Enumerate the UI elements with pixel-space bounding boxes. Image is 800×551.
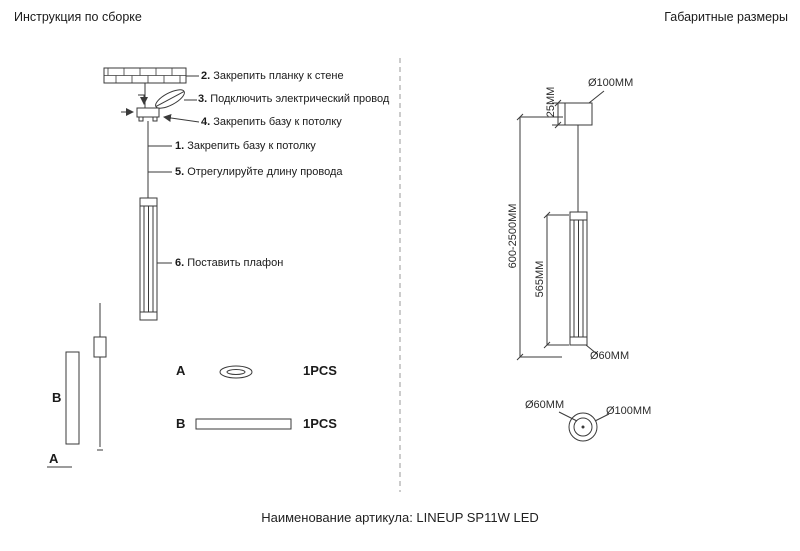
callout-b-label: B [52, 390, 62, 405]
shade-side-view [569, 211, 598, 355]
dim-bottom-inner: Ø60MM [525, 399, 565, 411]
dimension-shade-length [543, 211, 569, 349]
step-4-number: 4. [201, 116, 211, 128]
step-5-text: Отрегулируйте длину провода [187, 166, 343, 178]
right-panel-title: Габаритные размеры [664, 10, 788, 24]
step-3-label: 3.Подключить электрический провод [198, 93, 389, 105]
step-4-text: Закрепить базу к потолку [213, 116, 342, 128]
step-1-number: 1. [175, 140, 185, 152]
dimension-canopy-height [552, 99, 565, 129]
step-5-label: 5.Отрегулируйте длину провода [175, 166, 343, 178]
dimensions-diagram [516, 90, 610, 442]
part-a-label: A [176, 363, 186, 378]
article-name: Наименование артикула: LINEUP SP11W LED [261, 510, 539, 525]
step-6-number: 6. [175, 257, 185, 269]
step-3-number: 3. [198, 93, 208, 105]
part-b-qty: 1PCS [303, 416, 337, 431]
ceiling-base [121, 94, 200, 123]
step-2-number: 2. [201, 70, 211, 82]
part-b-drawing [65, 351, 80, 445]
dim-canopy-diameter: Ø100MM [588, 77, 634, 89]
step-6-label: 6.Поставить плафон [175, 257, 283, 269]
pendant-wire [147, 121, 172, 198]
wire-connector [144, 83, 197, 109]
step-3-text: Подключить электрический провод [210, 93, 390, 105]
dim-suspension-range: 600-2500MM [507, 203, 519, 269]
canopy-side-view [564, 90, 605, 126]
step-2-label: 2.Закрепить планку к стене [201, 70, 344, 82]
parts-list-art [195, 365, 292, 430]
dim-shade-length: 565MM [534, 260, 546, 298]
step-1-text: Закрепить базу к потолку [187, 140, 316, 152]
dim-canopy-height: 25MM [545, 86, 557, 118]
step-1-label: 1.Закрепить базу к потолку [175, 140, 316, 152]
step-4-label: 4.Закрепить базу к потолку [201, 116, 342, 128]
dim-shade-diameter: Ø60MM [590, 350, 630, 362]
part-a-drawing [47, 303, 107, 468]
left-panel-title: Инструкция по сборке [14, 10, 142, 24]
part-a-qty: 1PCS [303, 363, 337, 378]
wall-plank [103, 67, 199, 84]
dimension-total-height [516, 113, 563, 361]
assembly-diagram [47, 67, 292, 468]
callout-a-label: A [49, 451, 59, 466]
part-b-label: B [176, 416, 186, 431]
dim-bottom-outer: Ø100MM [606, 405, 652, 417]
step-6-text: Поставить плафон [187, 257, 284, 269]
bottom-view [558, 411, 610, 442]
step-2-text: Закрепить планку к стене [213, 70, 344, 82]
lamp-shade [139, 197, 172, 321]
step-5-number: 5. [175, 166, 185, 178]
